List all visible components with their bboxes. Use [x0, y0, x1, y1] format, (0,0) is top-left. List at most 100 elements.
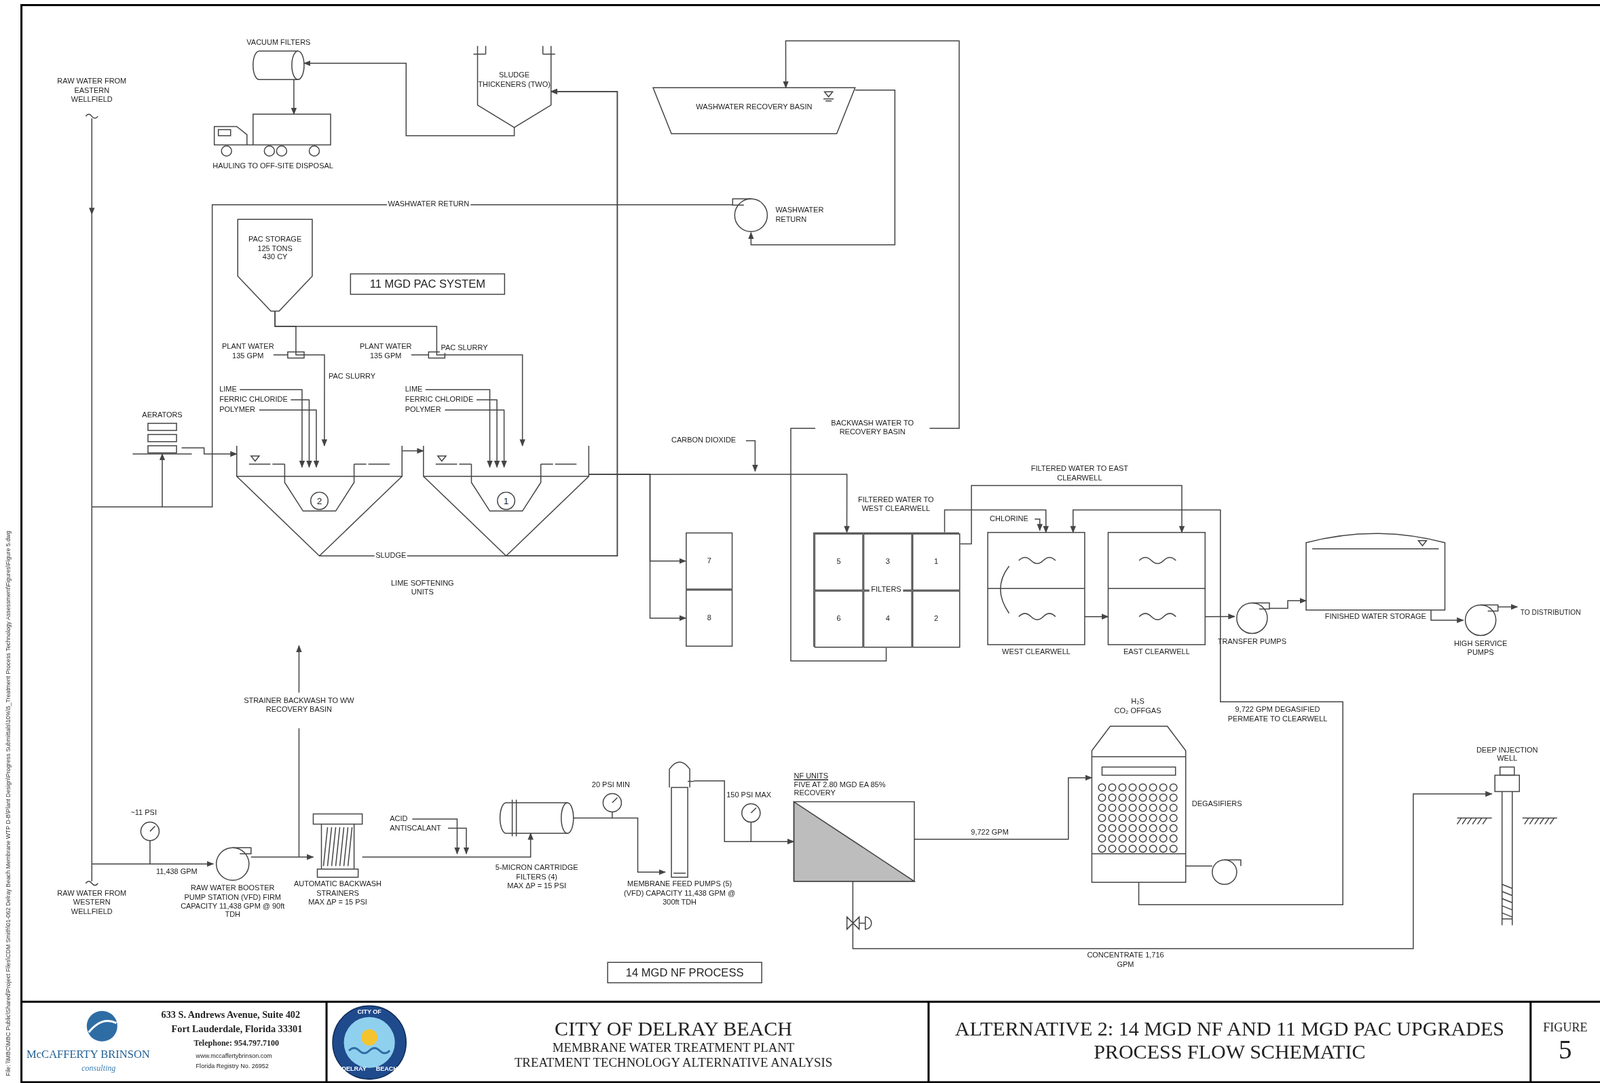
cartridge-filter: 5-MICRON CARTRIDGE FILTERS (4)MAX ΔP = 1…: [500, 803, 574, 834]
drawing-stroke: [312, 814, 362, 878]
node-label: NF UNITS: [793, 772, 829, 782]
flow-connector: [401, 450, 424, 453]
drawing-stroke: [21, 5, 1600, 1083]
drawing-stroke: [1159, 834, 1167, 843]
drawing-stroke: [1139, 834, 1147, 843]
label-group: FINISHED WATER STORAGE: [1319, 612, 1432, 622]
drawing-stroke: [1251, 602, 1270, 609]
drawing-stroke: [86, 1011, 118, 1043]
drawing-stroke: [1169, 845, 1178, 853]
annotation: ANTISCALANT: [389, 824, 442, 834]
drawing-stroke: [793, 802, 914, 882]
node-label: 3: [885, 557, 890, 567]
drawing-stroke: [1098, 845, 1106, 853]
process-box: 8: [685, 589, 733, 647]
node-label: FILTERS: [868, 585, 903, 594]
node-label: AERATORS: [141, 411, 182, 421]
title-cell: FIGURE5: [1530, 1005, 1600, 1083]
label-group: CITY OF DELRAY BEACHMEMBRANE WATER TREAT…: [418, 1005, 929, 1083]
flow-connector: [1269, 600, 1307, 609]
annotation: TO DISTRIBUTION: [1520, 608, 1581, 618]
nf-unit: [793, 802, 914, 882]
drawing-stroke: [1306, 533, 1445, 611]
node-label: 1: [503, 495, 510, 507]
edge-label: BACKWASH WATER TO RECOVERY BASIN: [815, 419, 930, 438]
drawing-stroke: [1169, 814, 1178, 823]
edge-label: 9,722 GPM DEGASIFIED PERMEATE TO CLEARWE…: [1215, 705, 1340, 724]
label-group: TRANSFER PUMPS: [1216, 637, 1288, 647]
drawing-stroke: [1101, 767, 1176, 776]
frame: [21, 5, 1600, 1083]
drawing-stroke: [1018, 613, 1056, 620]
label-group: WASHWATER RECOVERY BASIN: [653, 84, 856, 132]
drawing-stroke: [221, 145, 232, 157]
process-box: 3: [863, 533, 913, 591]
drawing-stroke: [298, 646, 301, 694]
drawing-stroke: [1236, 602, 1270, 634]
edge-label: PAC SLURRY: [327, 372, 377, 382]
flow-connector: [293, 79, 295, 115]
annotation: 20 PSI MIN: [591, 781, 630, 791]
flow-connector: [852, 794, 1492, 950]
drawing-stroke: [561, 803, 568, 834]
drawing-stroke: [276, 145, 287, 157]
drawing-stroke: [253, 50, 305, 80]
title-cell: CITY OF DELRAY BEACHMEMBRANE WATER TREAT…: [418, 1005, 929, 1083]
drawing-stroke: [423, 445, 590, 556]
edge-label: FILTERED WATER TO WEST CLEARWELL: [851, 496, 940, 514]
annotation: ACID: [389, 815, 408, 825]
flow-connector: [1204, 616, 1235, 618]
drawing-stroke: [987, 532, 1085, 645]
recovery-basin: WASHWATER RECOVERY BASIN: [653, 87, 856, 134]
drawing-stroke: [1128, 804, 1137, 812]
drawing-stroke: [1118, 824, 1127, 833]
company-logo: [86, 1006, 406, 1080]
drawing-stroke: [1502, 884, 1513, 889]
label-group: WASHWATER RETURN: [775, 206, 839, 225]
pump-symbol: TRANSFER PUMPS: [1234, 602, 1270, 635]
label-group: 1: [496, 492, 516, 511]
clearwell: [1107, 532, 1205, 645]
drawing-stroke: [1139, 845, 1147, 853]
drawing-stroke: [732, 198, 768, 232]
label-group: EAST CLEARWELL: [1100, 648, 1213, 658]
drawing-stroke: [298, 728, 301, 857]
drawing-stroke: [1128, 834, 1137, 843]
drawing-stroke: [473, 46, 555, 128]
edge-label: WASHWATER RETURN: [386, 200, 471, 210]
process-box: 1: [912, 533, 961, 591]
label-group: SLUDGE THICKENERS (TWO): [477, 40, 551, 122]
annotation: STRAINER BACKWASH TO WW RECOVERY BASIN: [243, 697, 356, 715]
label-group: RAW WATER BOOSTER PUMP STATION (VFD) FIR…: [179, 884, 286, 921]
figure-title: ALTERNATIVE 2: 14 MGD NF AND 11 MGD PAC …: [933, 1017, 1526, 1065]
drawing-stroke: [1034, 519, 1040, 531]
drawing-stroke: [1098, 824, 1106, 833]
drawing-stroke: [1118, 814, 1127, 823]
drawing-stroke: [1149, 804, 1157, 812]
node-label: FINISHED WATER STORAGE: [1325, 612, 1427, 622]
annotation: POLYMER: [405, 405, 442, 415]
annotation: BEACH: [376, 1066, 398, 1074]
pump-symbol: [1463, 604, 1499, 637]
drawing-stroke: [214, 114, 331, 157]
drawing-stroke: [236, 445, 403, 556]
node-label: 5-MICRON CARTRIDGE FILTERS (4): [480, 864, 593, 882]
feed-pump: [665, 756, 694, 878]
drawing-stroke: [1500, 767, 1515, 776]
annotation: FERRIC CHLORIDE: [405, 395, 474, 405]
pac-storage-hopper: [237, 219, 313, 311]
drawing-stroke: [132, 453, 192, 455]
node-label: DEGASIFIERS: [1192, 800, 1243, 810]
drawing-stroke: [1457, 791, 1558, 926]
drawing-stroke: [1169, 784, 1178, 792]
drawing-stroke: [332, 1006, 406, 1080]
drawing-stroke: [21, 1001, 1600, 1083]
label-group: 1: [913, 534, 960, 590]
drawing-stroke: [1128, 784, 1137, 792]
annotation: CARBON DIOXIDE: [671, 436, 736, 446]
drawing-stroke: [1091, 726, 1186, 883]
process-box: 4: [863, 590, 913, 648]
label-group: WEST CLEARWELL: [980, 648, 1093, 658]
drawing-stroke: [1118, 794, 1127, 802]
drawing-stroke: [259, 410, 317, 468]
